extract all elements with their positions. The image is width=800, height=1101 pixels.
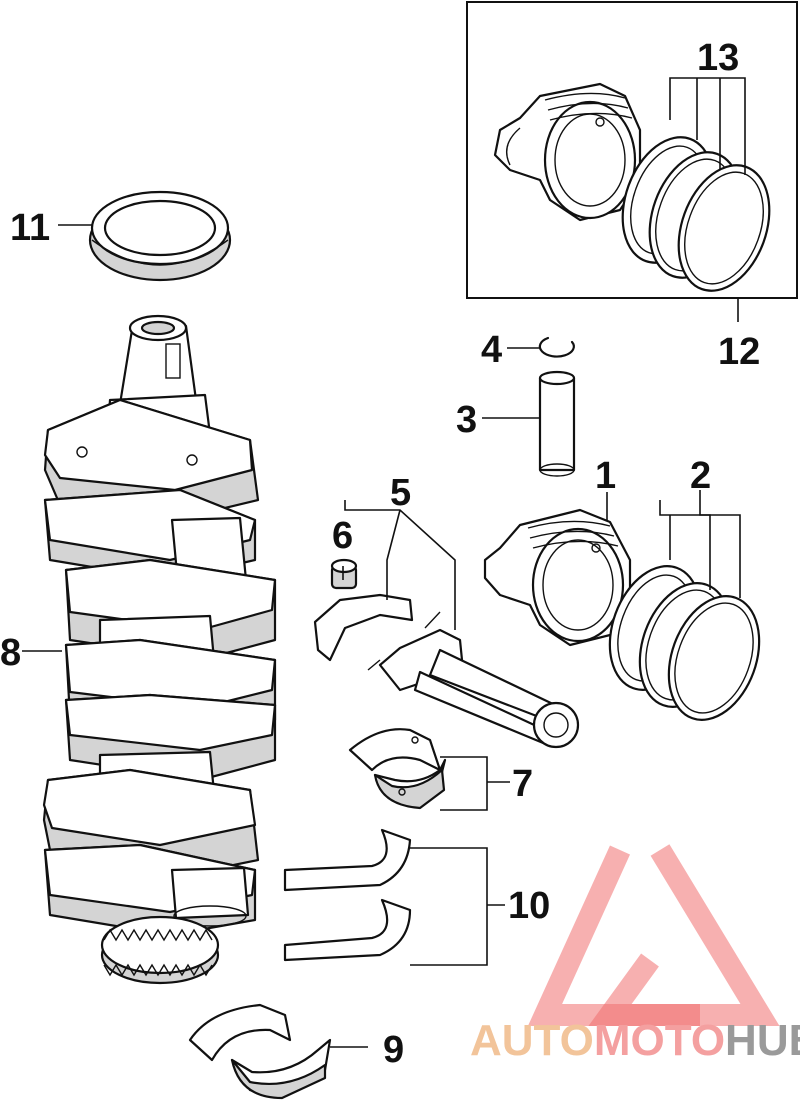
callout-9: 9 — [383, 1029, 404, 1071]
main-bearing-drawing — [188, 1003, 332, 1100]
callout-labels: 1 2 3 4 5 6 7 8 9 10 11 12 13 — [0, 37, 760, 1071]
piston-kit-box — [466, 1, 798, 299]
oil-seal-drawing — [88, 190, 232, 282]
watermark-brand-part2: MOTO — [594, 1016, 725, 1065]
callout-3: 3 — [456, 399, 477, 441]
callout-11: 11 — [10, 207, 50, 249]
piston-pin-drawing — [538, 370, 576, 477]
rod-bearing-drawing — [348, 728, 447, 810]
callout-13: 13 — [697, 37, 739, 79]
callout-5: 5 — [390, 472, 411, 514]
callout-7: 7 — [512, 763, 533, 805]
callout-12: 12 — [718, 331, 760, 373]
callout-4: 4 — [481, 329, 502, 371]
piston-rings-drawing — [608, 565, 761, 721]
watermark-brand-part1: AUTO — [470, 1016, 594, 1065]
piston-kit-rings-drawing — [621, 136, 771, 292]
callout-10: 10 — [508, 885, 550, 927]
crankshaft-drawing — [42, 314, 277, 985]
watermark-brand-part3: HUB — [725, 1016, 800, 1065]
callout-2: 2 — [690, 455, 711, 497]
callout-8: 8 — [0, 632, 21, 674]
watermark-logo — [527, 844, 780, 1026]
piston-kit-piston-drawing — [493, 82, 642, 222]
thrust-washers-drawing — [283, 828, 412, 962]
connecting-rod-drawing — [313, 593, 580, 749]
callout-1: 1 — [595, 455, 616, 497]
leader-lines — [22, 77, 746, 1048]
pin-clip-drawing — [538, 336, 575, 358]
callout-6: 6 — [332, 515, 353, 557]
watermark-text: AUTOMOTOHUB — [470, 1016, 800, 1065]
rod-nut-drawing — [330, 558, 358, 590]
piston-drawing — [483, 508, 632, 647]
